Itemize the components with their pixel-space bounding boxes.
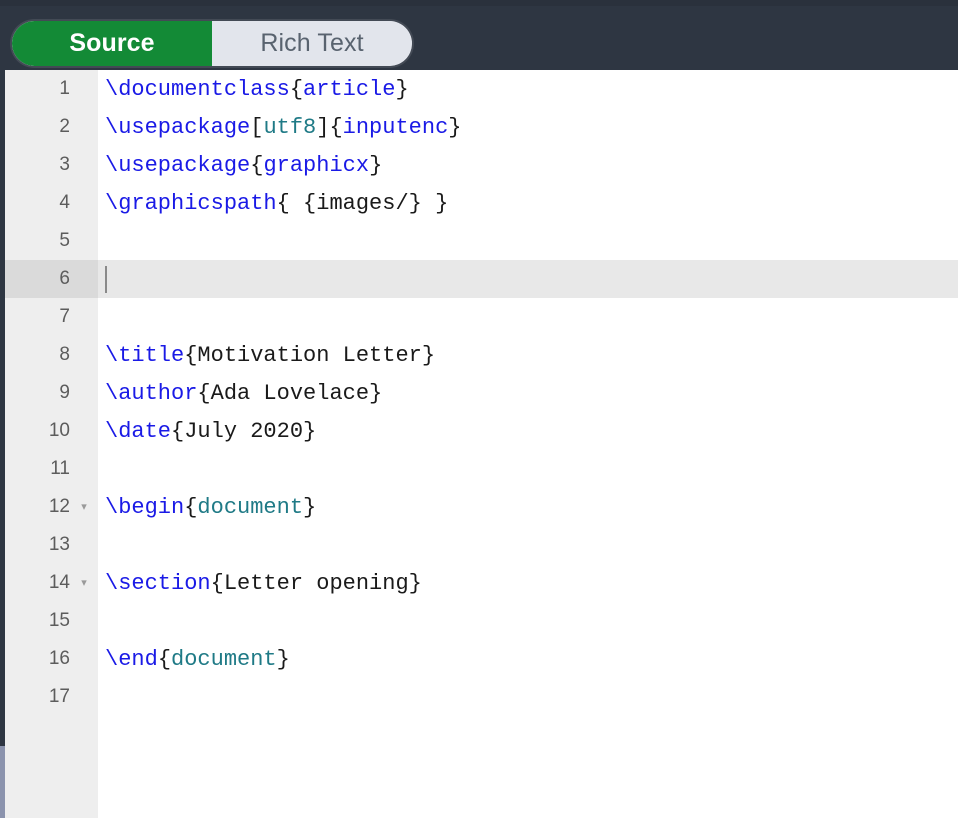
code-token-cmd: \begin [105,494,185,520]
code-token-cmd: \end [105,646,158,672]
code-line-row[interactable]: 15 [0,602,958,640]
code-token-env: utf8 [263,114,317,140]
code-line-text[interactable]: \usepackage[utf8]{inputenc} [98,108,461,146]
code-line-row[interactable]: 9 \author{Ada Lovelace} [0,374,958,412]
code-line-text[interactable]: \date{July 2020} [98,412,316,450]
code-token-cmd: \usepackage [105,152,251,178]
code-line-text[interactable]: \end{document} [98,640,290,678]
code-line-row[interactable]: 13 [0,526,958,564]
code-line-row[interactable]: 10 \date{July 2020} [0,412,958,450]
line-number: 16 [48,648,70,669]
code-line-row[interactable]: 4 \graphicspath{ {images/} } [0,184,958,222]
code-line-row[interactable]: 7 [0,298,958,336]
code-line-text[interactable] [98,602,105,640]
line-number: 2 [59,116,70,137]
tab-rich-text[interactable]: Rich Text [212,21,412,66]
code-token-cmd: \documentclass [105,76,290,102]
line-number: 14 [48,572,70,593]
line-number: 7 [59,306,70,327]
code-line-row[interactable]: 2 \usepackage[utf8]{inputenc} [0,108,958,146]
code-line-row[interactable]: 12 ▾ \begin{document} [0,488,958,526]
code-token-env: document [171,646,277,672]
code-line-text[interactable] [98,298,105,336]
code-token-cmd: \title [105,342,185,368]
code-line-row[interactable]: 5 [0,222,958,260]
code-rows: 1\documentclass{article}2\usepackage[utf… [0,70,958,818]
code-token-cmd: \date [105,418,172,444]
code-token-cmd: \usepackage [105,114,251,140]
code-token-plain: ]{ [316,114,343,140]
text-caret [105,266,107,293]
code-token-plain: {Ada Lovelace} [197,380,383,406]
code-token-arg: article [303,76,396,102]
editor-mode-toggle[interactable]: Source Rich Text [12,21,412,66]
code-line-text[interactable] [98,450,105,488]
code-line-text[interactable] [98,260,105,298]
code-line-row[interactable]: 17 [0,678,958,716]
code-line-row[interactable]: 16 \end{document} [0,640,958,678]
code-line-text[interactable] [98,526,105,564]
code-token-plain: {Letter opening} [210,570,422,596]
code-token-cmd: \graphicspath [105,190,277,216]
code-line-row[interactable]: 3 \usepackage{graphicx} [0,146,958,184]
line-number: 17 [48,686,70,707]
code-token-plain: {July 2020} [171,418,317,444]
code-surface[interactable] [98,70,958,818]
code-token-plain: {Motivation Letter} [184,342,436,368]
code-token-plain: } [395,76,409,102]
line-number: 8 [59,344,70,365]
code-line-text[interactable] [98,222,105,260]
line-number: 11 [50,458,70,479]
code-token-arg: inputenc [342,114,449,140]
code-line-text[interactable] [98,678,105,716]
code-token-cmd: \author [105,380,198,406]
line-number: 13 [48,534,70,555]
code-token-plain: { [289,76,304,102]
code-line-row[interactable]: 8 \title{Motivation Letter} [0,336,958,374]
code-token-plain: { {images/} } [276,190,449,216]
code-line-row[interactable]: 14 ▾ \section{Letter opening} [0,564,958,602]
code-token-plain: } [369,152,383,178]
code-token-plain: { [157,646,172,672]
code-line-row[interactable]: 11 [0,450,958,488]
line-number-gutter [5,70,98,818]
line-number: 15 [48,610,70,631]
code-token-env: document [197,494,304,520]
line-number: 6 [5,260,98,298]
line-number: 4 [59,192,70,213]
code-token-cmd: \section [105,570,211,596]
code-line-text[interactable]: \documentclass{article} [98,70,409,108]
code-line-row[interactable]: 1 \documentclass{article} [0,70,958,108]
code-line-text[interactable]: \graphicspath{ {images/} } [98,184,448,222]
code-line-row[interactable]: 6 [0,260,958,298]
fold-toggle-icon[interactable]: ▾ [81,500,87,513]
fold-toggle-icon[interactable]: ▾ [81,576,87,589]
code-token-arg: graphicx [263,152,370,178]
code-token-plain: [ [250,114,264,140]
active-line-highlight [5,260,958,298]
line-number: 5 [59,230,70,251]
line-number: 12 [48,496,70,517]
tab-source[interactable]: Source [12,21,212,66]
code-token-plain: { [250,152,264,178]
code-line-text[interactable]: \title{Motivation Letter} [98,336,435,374]
line-number: 3 [59,154,70,175]
code-token-plain: } [448,114,462,140]
code-line-text[interactable]: \usepackage{graphicx} [98,146,382,184]
editor-toolbar: Source Rich Text [0,0,958,70]
code-token-plain: } [276,646,290,672]
line-number: 1 [59,78,70,99]
vertical-scrollbar-thumb[interactable] [0,746,5,818]
code-line-text[interactable]: \author{Ada Lovelace} [98,374,382,412]
code-editor[interactable]: 1\documentclass{article}2\usepackage[utf… [0,70,958,818]
code-line-text[interactable]: \begin{document} [98,488,316,526]
editor-left-rail [0,70,5,746]
code-token-plain: { [184,494,198,520]
code-line-text[interactable]: \section{Letter opening} [98,564,422,602]
line-number: 9 [59,382,70,403]
line-number: 10 [48,420,70,441]
code-token-plain: } [303,494,317,520]
